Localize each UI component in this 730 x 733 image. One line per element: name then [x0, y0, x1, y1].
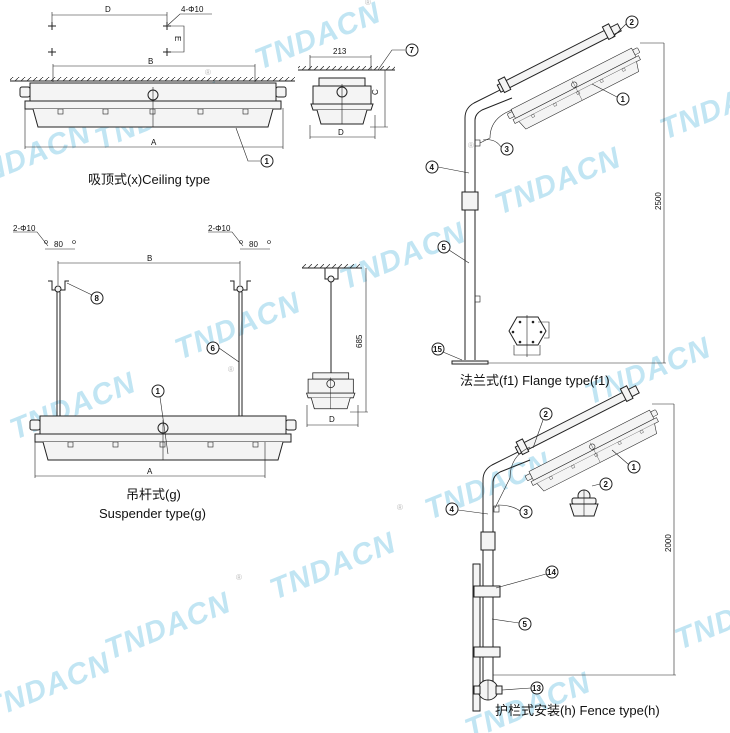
watermark: TNDACN	[100, 586, 236, 666]
callout-2: 2	[630, 18, 635, 27]
flange-type-caption: 法兰式(f1) Flange type(f1)	[460, 373, 610, 388]
dim-d-side-label: D	[338, 128, 344, 137]
watermark: TNDACN	[460, 666, 596, 733]
flange-base-detail	[508, 315, 550, 357]
registered-mark: ®	[205, 68, 211, 77]
callout-5: 5	[523, 620, 528, 629]
dim-b-label: B	[147, 254, 152, 263]
watermark: TNDACN	[580, 331, 716, 411]
dim-c-label: C	[371, 89, 380, 95]
callout-4: 4	[450, 505, 455, 514]
dim-hole-label: 4-Φ10	[181, 5, 204, 14]
fence-type-caption: 护栏式安装(h) Fence type(h)	[495, 703, 660, 718]
callout-7: 7	[410, 46, 415, 55]
callout-1: 1	[265, 157, 270, 166]
dim-d-label: D	[105, 5, 111, 14]
callout-2-end: 2	[604, 480, 609, 489]
registered-mark: ®	[236, 573, 242, 582]
watermark: TNDACN	[335, 216, 471, 296]
callout-1: 1	[156, 387, 161, 396]
registered-mark: ®	[468, 141, 474, 150]
lamp-end-view	[569, 489, 599, 517]
registered-mark: ®	[397, 503, 403, 512]
dim-213-label: 213	[333, 47, 347, 56]
watermark: TNDACN	[170, 286, 306, 366]
dim-hole-left-label: 2-Φ10	[13, 224, 36, 233]
fence-type-drawing: 2000 2 1 2 4 3 14 5 13 护栏式安装(h) Fence ty…	[445, 385, 676, 718]
dim-hole-right-label: 2-Φ10	[208, 224, 231, 233]
flange-type-drawing: 2500 2 1 3 4 5 15 法兰式(f1) Flange type(f1…	[425, 15, 666, 388]
watermark: TNDACN	[250, 0, 386, 76]
callout-5: 5	[442, 243, 447, 252]
callout-14: 14	[547, 568, 556, 577]
registered-mark: ®	[365, 0, 371, 7]
callout-15: 15	[433, 345, 442, 354]
suspender-caption-en: Suspender type(g)	[99, 506, 206, 521]
dim-a-label: A	[147, 467, 153, 476]
callout-1: 1	[632, 463, 637, 472]
callout-8: 8	[95, 294, 100, 303]
watermark: TNDACN	[420, 446, 556, 526]
callout-1: 1	[621, 95, 626, 104]
callout-2: 2	[544, 410, 549, 419]
dim-e-label: E	[173, 36, 182, 41]
registered-mark: ®	[228, 365, 234, 374]
suspender-caption-cn: 吊杆式(g)	[126, 487, 181, 502]
dim-685-label: 685	[355, 334, 364, 348]
callout-6: 6	[211, 344, 216, 353]
suspender-type-drawing: 2-Φ10 80 2-Φ10 80 B 8 6 1 A 吊杆式(g) Suspe…	[13, 224, 368, 521]
callout-13: 13	[532, 684, 541, 693]
watermark: TNDACN	[670, 576, 730, 656]
watermark: TNDACN	[655, 66, 730, 146]
callout-4: 4	[430, 163, 435, 172]
dim-80-right-label: 80	[249, 240, 258, 249]
ceiling-type-caption: 吸顶式(x)Ceiling type	[88, 172, 210, 187]
watermark: TNDACN	[265, 526, 401, 606]
callout-3: 3	[524, 508, 529, 517]
dim-d-label: D	[329, 415, 335, 424]
dim-2500-label: 2500	[654, 192, 663, 210]
callout-3: 3	[505, 145, 510, 154]
dim-b-label: B	[148, 57, 153, 66]
dim-a-label: A	[151, 138, 157, 147]
ceiling-type-drawing: D 4-Φ10 E B A 1 213 7 C D 吸顶式(x)Ceiling …	[10, 5, 419, 187]
watermark: TNDACN	[0, 116, 96, 196]
dim-80-left-label: 80	[54, 240, 63, 249]
watermark: TNDACN	[0, 646, 116, 726]
dim-2000-label: 2000	[664, 534, 673, 552]
